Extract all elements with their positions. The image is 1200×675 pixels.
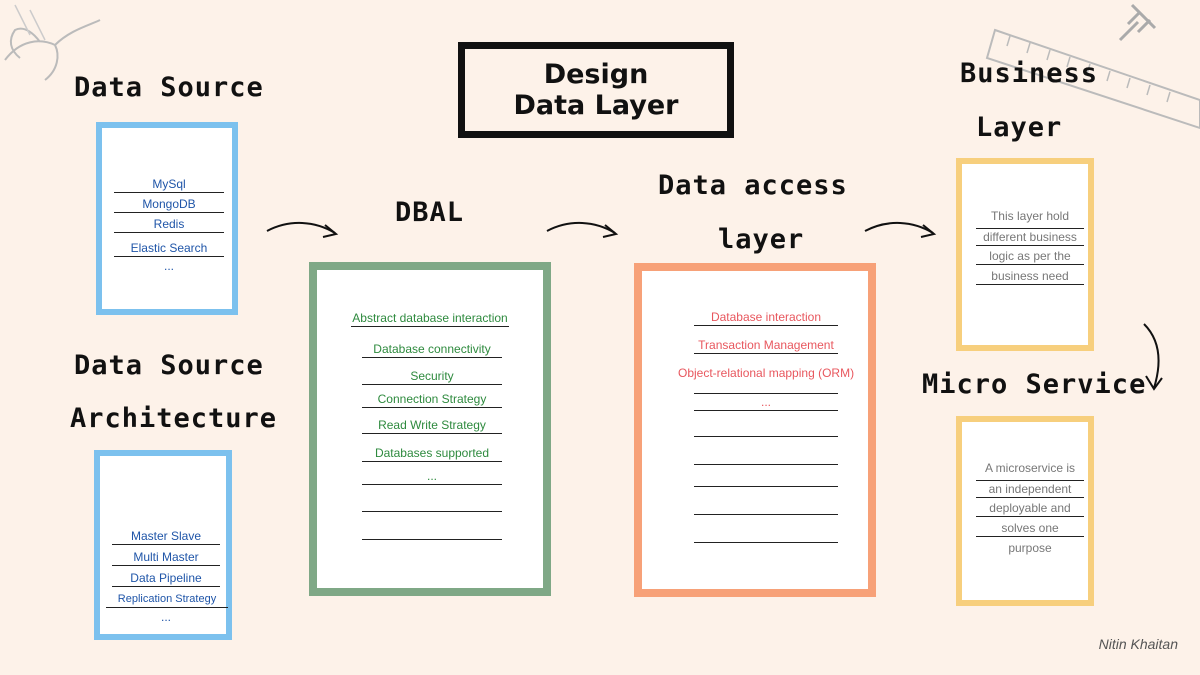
list-item: an independent xyxy=(976,480,1084,498)
list-item xyxy=(694,449,838,465)
list-item: This layer hold xyxy=(990,209,1070,223)
list-item: ... xyxy=(694,393,838,411)
list-item: business need xyxy=(976,268,1084,285)
data-source-architecture-heading-2: Architecture xyxy=(70,403,278,434)
list-item xyxy=(694,421,838,437)
list-item: different business xyxy=(976,228,1084,246)
list-item: MongoDB xyxy=(114,196,224,213)
list-item: logic as per the xyxy=(976,248,1084,265)
business-layer-heading-2: Layer xyxy=(976,112,1063,143)
list-item: Database connectivity xyxy=(362,341,502,358)
list-item: ... xyxy=(163,259,174,273)
list-item: Replication Strategy xyxy=(106,591,228,608)
dbal-heading: DBAL xyxy=(395,197,465,228)
arrow-down-icon xyxy=(1143,323,1163,391)
list-item: Multi Master xyxy=(112,549,220,566)
list-item xyxy=(694,499,838,515)
list-item: Database interaction xyxy=(694,309,838,326)
list-item: ... xyxy=(160,610,171,624)
data-access-layer-heading-1: Data access xyxy=(658,170,848,201)
list-item: Databases supported xyxy=(362,445,502,462)
list-item: Security xyxy=(362,368,502,385)
business-layer-card: This layer hold different business logic… xyxy=(956,158,1094,351)
data-source-architecture-heading-1: Data Source xyxy=(74,350,264,381)
title-line2: Data Layer xyxy=(513,90,679,121)
list-item: Read Write Strategy xyxy=(362,417,502,434)
list-item: A microservice is xyxy=(984,461,1076,475)
ruler-sketch-icon xyxy=(985,28,1200,130)
data-access-layer-card: Database interaction Transaction Managem… xyxy=(634,263,876,597)
list-item: Data Pipeline xyxy=(112,570,220,587)
list-item: Object-relational mapping (ORM) xyxy=(678,366,855,380)
list-item: Abstract database interaction xyxy=(351,311,509,327)
dbal-card: Abstract database interaction Database c… xyxy=(309,262,551,596)
arrow-icon xyxy=(546,221,619,238)
list-item: Elastic Search xyxy=(114,240,224,257)
list-item: Master Slave xyxy=(112,528,220,545)
list-item xyxy=(694,527,838,543)
list-item: Redis xyxy=(114,216,224,233)
list-item: purpose xyxy=(1008,541,1052,555)
list-item: ... xyxy=(362,468,502,485)
list-item xyxy=(694,471,838,487)
list-item: deployable and xyxy=(976,500,1084,517)
micro-service-heading: Micro Service xyxy=(922,369,1147,400)
bird-sketch-icon xyxy=(4,4,101,81)
business-layer-heading-1: Business xyxy=(960,58,1099,89)
data-source-heading: Data Source xyxy=(74,72,264,103)
micro-service-card: A microservice is an independent deploya… xyxy=(956,416,1094,606)
list-item: Connection Strategy xyxy=(362,391,502,408)
data-access-layer-heading-2: layer xyxy=(718,224,805,255)
data-source-architecture-card: Master Slave Multi Master Data Pipeline … xyxy=(94,450,232,640)
list-item: MySql xyxy=(114,176,224,193)
list-item: solves one xyxy=(976,520,1084,537)
list-item xyxy=(362,496,502,512)
title-box: Design Data Layer xyxy=(458,42,734,138)
list-item xyxy=(362,524,502,540)
arrow-icon xyxy=(864,221,937,238)
arrow-icon xyxy=(266,221,339,238)
author-credit: Nitin Khaitan xyxy=(1098,636,1178,652)
title-line1: Design xyxy=(543,59,649,90)
data-source-card: MySql MongoDB Redis Elastic Search ... xyxy=(96,122,238,315)
list-item: Transaction Management xyxy=(694,337,838,354)
pushpin-icon xyxy=(1118,3,1157,42)
